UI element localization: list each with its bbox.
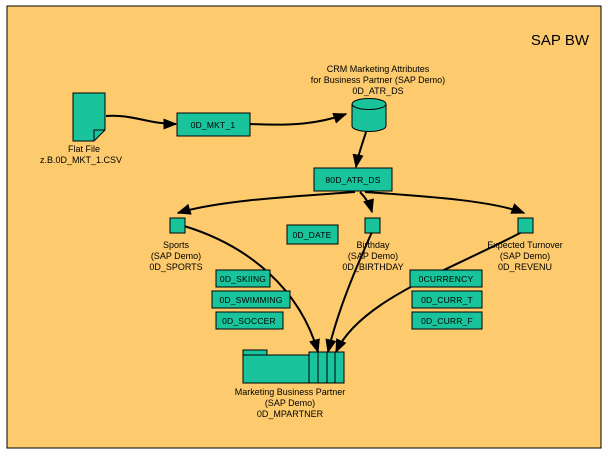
flat-file-icon [72,92,106,142]
partner-node[interactable]: Marketing Business Partner (SAP Demo) 0D… [235,349,346,419]
date-box[interactable]: 0D_DATE [286,224,339,245]
attribute-box-skiing[interactable]: 0D_SKIING [215,269,271,288]
date-box-label: 0D_DATE [292,230,331,240]
datasource-title: CRM Marketing Attributes [327,64,430,74]
attribute-label: 0D_CURR_F [421,316,473,326]
edge-infosource-to-sports [176,191,356,215]
attribute-box-soccer[interactable]: 0D_SOCCER [215,311,284,330]
turnover-node[interactable]: Expected Turnover (SAP Demo) 0D_REVENU [487,217,563,272]
edge-flatfile-to-mkt [105,114,178,130]
edge-datasource-to-infosource [352,131,367,169]
turnover-icon [517,217,534,234]
datasource-subtitle: for Business Partner (SAP Demo) [311,75,445,85]
attribute-box-swimming[interactable]: 0D_SWIMMING [211,290,291,309]
birthday-icon [364,217,381,234]
sports-subtitle: (SAP Demo) [151,251,201,261]
sports-id: 0D_SPORTS [149,262,202,272]
edge-infosource-to-birthday [359,191,374,214]
edge-infosource-to-turnover [364,191,526,214]
flat-file-node[interactable]: Flat File z.B.0D_MKT_1.CSV [40,92,122,165]
attribute-box-curr-f[interactable]: 0D_CURR_F [411,311,483,330]
attribute-label: 0D_SOCCER [222,316,276,326]
sports-attributes: 0D_SKIING 0D_SWIMMING 0D_SOCCER [211,269,291,330]
attribute-label: 0D_CURR_T [421,295,473,305]
datasource-node[interactable]: CRM Marketing Attributes for Business Pa… [311,64,445,132]
infosource-box[interactable]: 80D_ATR_DS [313,167,393,192]
attribute-box-curr-t[interactable]: 0D_CURR_T [411,290,483,309]
flat-file-label: Flat File [68,144,100,154]
turnover-attributes: 0CURRENCY 0D_CURR_T 0D_CURR_F [409,269,483,330]
sports-node[interactable]: Sports (SAP Demo) 0D_SPORTS [149,217,203,272]
attribute-label: 0D_SKIING [220,274,266,284]
birthday-label: Birthday [356,240,390,250]
folder-icon [242,349,310,384]
birthday-subtitle: (SAP Demo) [348,251,398,261]
birthday-node[interactable]: Birthday (SAP Demo) 0D_BIRTHDAY [342,217,404,272]
flat-file-filename: z.B.0D_MKT_1.CSV [40,155,122,165]
attribute-box-currency[interactable]: 0CURRENCY [409,269,483,288]
partner-label: Marketing Business Partner [235,387,346,397]
partner-subtitle: (SAP Demo) [265,398,315,408]
sports-icon [169,217,186,234]
edge-birthday-to-partner [325,231,373,354]
database-icon [351,98,387,132]
datasource-id: 0D_ATR_DS [352,86,403,96]
mkt-box[interactable]: 0D_MKT_1 [176,112,251,137]
birthday-id: 0D_BIRTHDAY [342,262,403,272]
edge-mkt-to-datasource [249,112,348,126]
partner-id: 0D_MPARTNER [257,409,324,419]
attribute-label: 0CURRENCY [419,274,474,284]
turnover-subtitle: (SAP Demo) [500,251,550,261]
sports-label: Sports [163,240,190,250]
turnover-id: 0D_REVENU [498,262,552,272]
infosource-label: 80D_ATR_DS [325,175,380,185]
mkt-box-label: 0D_MKT_1 [191,120,236,130]
attribute-label: 0D_SWIMMING [219,295,282,305]
turnover-label: Expected Turnover [487,240,563,250]
partner-stack-icon [308,351,345,384]
diagram-title: SAP BW [531,32,590,49]
